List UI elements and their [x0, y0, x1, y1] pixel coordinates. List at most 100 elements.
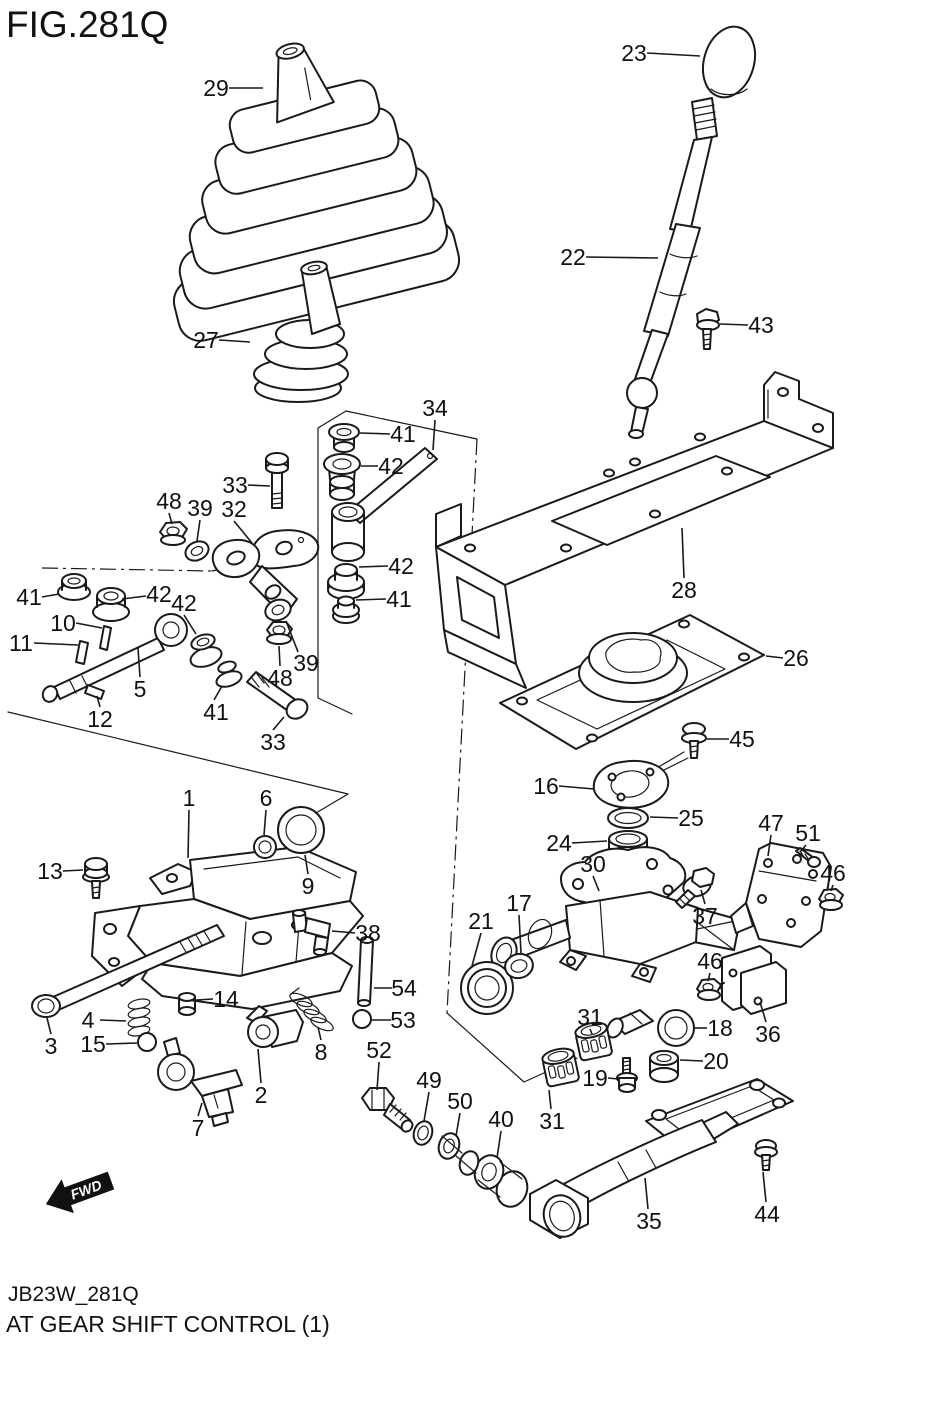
leader-line-1	[187, 809, 190, 859]
leader-line-35	[644, 1177, 649, 1210]
bolt-43	[696, 308, 720, 350]
part-label-31: 31	[577, 1004, 603, 1030]
part-label-26: 26	[783, 645, 809, 671]
figure-code: JB23W_281Q	[8, 1283, 139, 1306]
part-label-44: 44	[754, 1201, 780, 1227]
part-label-35: 35	[636, 1208, 662, 1234]
figure-caption: AT GEAR SHIFT CONTROL (1)	[6, 1311, 330, 1337]
leader-line-28	[681, 527, 685, 579]
leader-line-5	[137, 647, 141, 678]
leader-line-32	[233, 520, 253, 544]
part-label-21: 21	[468, 908, 494, 934]
part-label-36: 36	[755, 1021, 781, 1047]
part-label-22: 22	[560, 244, 586, 270]
leader-line-41	[41, 593, 60, 598]
part-label-23: 23	[621, 40, 647, 66]
part-label-42: 42	[388, 553, 414, 579]
collar-bearing-group	[541, 1009, 695, 1093]
leader-line-39	[196, 519, 201, 542]
console-plate	[499, 614, 765, 750]
shift-boot	[172, 42, 461, 342]
leader-line-49	[423, 1091, 430, 1122]
support-bracket	[435, 371, 834, 689]
part-label-53: 53	[390, 1007, 416, 1033]
leader-line-38	[331, 930, 356, 934]
gasket-group	[592, 722, 707, 864]
part-label-48: 48	[267, 665, 293, 691]
part-label-38: 38	[355, 920, 381, 946]
leader-line-11	[33, 642, 79, 646]
part-label-10: 10	[50, 610, 76, 636]
leader-line-39	[285, 620, 299, 653]
leader-line-2	[257, 1048, 262, 1084]
part-label-1: 1	[183, 785, 196, 811]
leader-line-17	[518, 914, 522, 954]
part-label-40: 40	[488, 1106, 514, 1132]
part-label-7: 7	[192, 1115, 205, 1141]
leader-line-3	[46, 1017, 52, 1035]
leader-line-10	[75, 622, 103, 629]
part-label-51: 51	[795, 820, 821, 846]
part-label-19: 19	[582, 1065, 608, 1091]
part-label-20: 20	[703, 1048, 729, 1074]
part-label-37: 37	[692, 903, 718, 929]
selector-rod-group	[41, 573, 309, 720]
leader-line-37	[700, 889, 706, 905]
leader-line-34	[432, 419, 436, 451]
leader-line-33	[247, 484, 271, 487]
leader-line-4	[99, 1019, 127, 1022]
leader-line-52	[376, 1061, 380, 1091]
leader-line-46	[707, 972, 711, 982]
leader-line-13	[62, 869, 84, 872]
leader-line-20	[679, 1059, 704, 1062]
part-label-13: 13	[37, 858, 63, 884]
leader-line-33	[272, 716, 285, 731]
part-label-5: 5	[134, 676, 147, 702]
part-label-18: 18	[707, 1015, 733, 1041]
part-label-32: 32	[221, 496, 247, 522]
leader-line-24	[571, 840, 608, 844]
part-label-14: 14	[213, 986, 239, 1012]
part-label-39: 39	[187, 495, 213, 521]
figure-title: FIG.281Q	[6, 4, 169, 45]
valve-body-small-parts	[31, 806, 374, 1127]
part-label-46: 46	[697, 948, 723, 974]
leader-line-6	[263, 809, 267, 836]
shift-lever-bracket-group	[159, 452, 320, 645]
part-label-42: 42	[146, 581, 172, 607]
leader-line-25	[649, 816, 679, 819]
part-label-3: 3	[45, 1033, 58, 1059]
part-label-41: 41	[386, 586, 412, 612]
part-label-52: 52	[366, 1037, 392, 1063]
leader-line-41	[355, 598, 387, 601]
part-label-25: 25	[678, 805, 704, 831]
leader-line-7	[197, 1102, 203, 1117]
part-label-45: 45	[729, 726, 755, 752]
part-label-46: 46	[820, 860, 846, 886]
leader-line-48	[168, 512, 173, 525]
part-label-39: 39	[293, 650, 319, 676]
leader-line-40	[496, 1130, 502, 1159]
part-label-33: 33	[260, 729, 286, 755]
part-label-50: 50	[447, 1088, 473, 1114]
part-label-6: 6	[260, 785, 273, 811]
leader-line-42	[183, 614, 197, 635]
leader-line-41	[359, 432, 391, 435]
leader-line-9	[304, 854, 309, 875]
leader-line-26	[765, 655, 784, 659]
leader-line-16	[558, 785, 595, 790]
part-label-47: 47	[758, 810, 784, 836]
shift-lever	[626, 25, 756, 439]
leader-line-12	[96, 695, 101, 708]
part-label-43: 43	[748, 312, 774, 338]
leader-line-48	[278, 645, 281, 667]
leader-line-41	[213, 685, 223, 701]
leader-line-44	[762, 1171, 767, 1203]
leader-line-42	[121, 595, 147, 600]
part-label-29: 29	[203, 75, 229, 101]
leader-line-47	[767, 834, 772, 857]
leader-line-50	[455, 1112, 461, 1137]
